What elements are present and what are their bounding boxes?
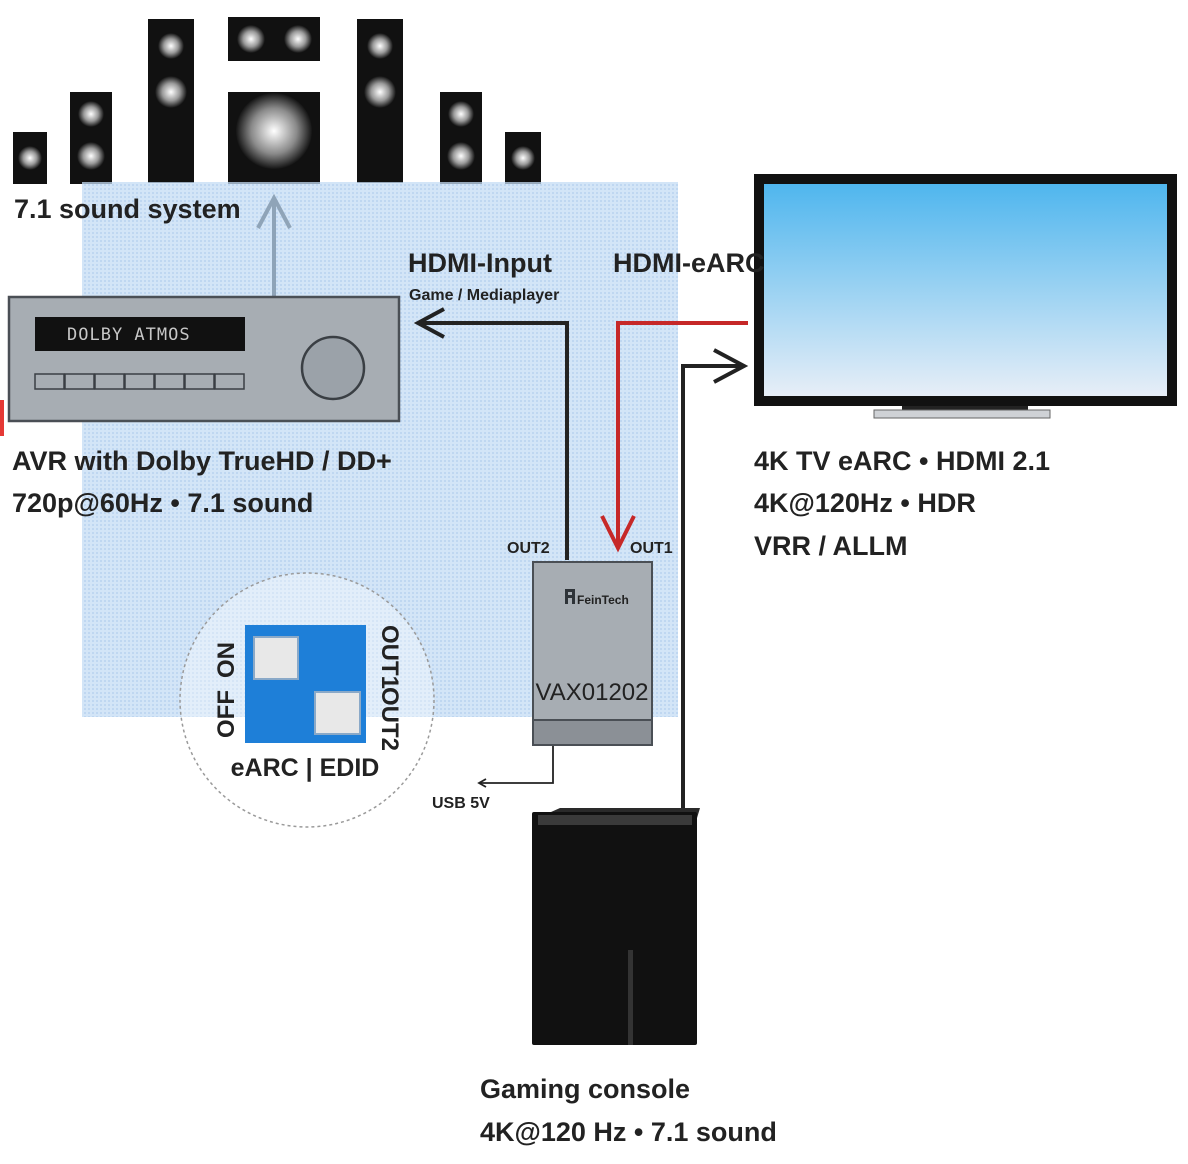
speaker-left-surround [70, 92, 112, 184]
device-model: VAX01202 [536, 679, 649, 706]
tv-label-line1: 4K TV eARC • HDMI 2.1 [754, 446, 1050, 476]
hdmi-input-title: HDMI-Input [408, 248, 552, 278]
avr-volume-knob [300, 335, 366, 401]
speaker-front-right [357, 19, 403, 183]
console-label-line1: Gaming console [480, 1074, 690, 1104]
speaker-system-icon [13, 17, 541, 184]
gaming-console-icon [532, 808, 700, 1045]
tv-label-line2: 4K@120Hz • HDR [754, 488, 976, 518]
speaker-center [228, 17, 320, 61]
port-out2-label: OUT2 [507, 540, 550, 557]
speaker-right-surround [440, 92, 482, 184]
device-brand: FeinTech [577, 593, 629, 607]
usb-label: USB 5V [432, 795, 490, 812]
dip-label-out2: OUT2 [376, 687, 403, 751]
edge-accent [0, 400, 4, 436]
hdmi-earc-label: HDMI-eARC [613, 248, 765, 278]
subwoofer [228, 92, 320, 184]
dip-label-off: OFF [213, 690, 240, 738]
avr-icon [7, 295, 401, 423]
speaker-system-label: 7.1 sound system [14, 194, 241, 224]
tv-icon [754, 174, 1177, 419]
dip-caption: eARC | EDID [231, 754, 380, 782]
dip-switch-inset [179, 572, 435, 828]
audio-up-arrow [256, 193, 292, 296]
speaker-front-left [148, 19, 194, 183]
cable-earc-tv-to-out1 [600, 321, 748, 553]
dip-switch-2 [314, 691, 361, 735]
cable-console-to-tv [681, 348, 749, 812]
feintech-logo-icon [565, 589, 575, 604]
hdmi-input-subtitle: Game / Mediaplayer [409, 287, 559, 304]
usb-cable [477, 743, 554, 788]
tv-label-line3: VRR / ALLM [754, 531, 907, 561]
tv-screen [764, 184, 1167, 396]
avr-label-line2: 720p@60Hz • 7.1 sound [12, 488, 313, 518]
avr-label-line1: AVR with Dolby TrueHD / DD+ [12, 446, 392, 476]
console-label-line2: 4K@120 Hz • 7.1 sound [480, 1117, 777, 1147]
speaker-far-left [13, 132, 47, 184]
feintech-device [532, 561, 653, 746]
port-out1-label: OUT1 [630, 540, 673, 557]
dip-label-on: ON [213, 642, 240, 678]
avr-display-text: DOLBY ATMOS [67, 325, 191, 345]
speaker-far-right [505, 132, 541, 184]
dip-label-out1: OUT1 [376, 625, 403, 689]
avr-buttons [34, 373, 245, 390]
dip-switch-1 [253, 636, 299, 680]
avr-display [35, 317, 245, 351]
cable-out2-to-avr [413, 307, 569, 560]
